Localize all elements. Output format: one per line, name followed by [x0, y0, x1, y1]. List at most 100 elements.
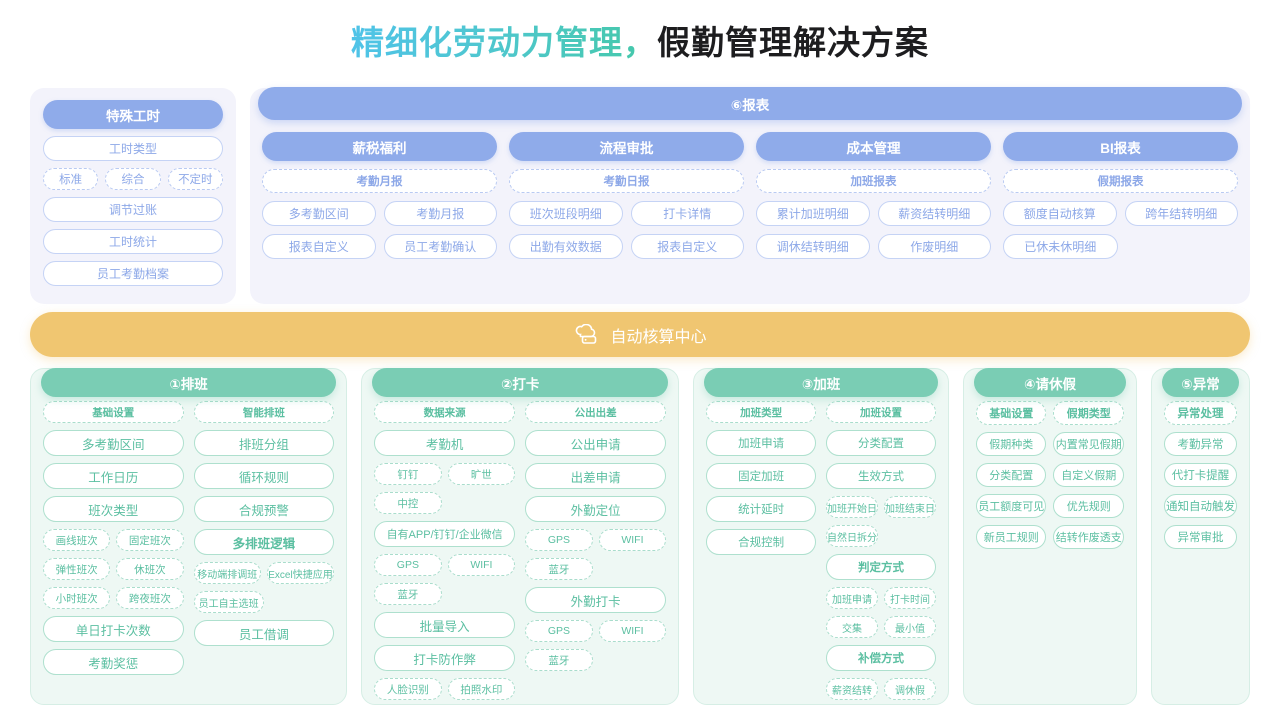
chip[interactable]: 调休假 [883, 678, 936, 700]
chip[interactable]: 加班结束日 [883, 496, 936, 518]
group-item[interactable]: 异常审批 [1163, 525, 1237, 549]
group-title[interactable]: 基础设置 [975, 401, 1047, 425]
chip[interactable]: GPS [525, 529, 593, 551]
report-item[interactable]: 考勤月报 [383, 201, 497, 226]
group-item[interactable]: 代打卡提醒 [1163, 463, 1237, 487]
report-item[interactable]: 作废明细 [877, 234, 991, 259]
report-item[interactable]: 额度自动核算 [1003, 201, 1117, 226]
group-item[interactable]: 排班分组 [193, 430, 335, 456]
group-item[interactable]: 加班申请 [706, 430, 816, 456]
chip[interactable]: 薪资结转 [825, 678, 878, 700]
group-item[interactable]: 多考勤区间 [43, 430, 184, 456]
special-hours-type-standard[interactable]: 标准 [43, 168, 99, 190]
group-title[interactable]: 智能排班 [193, 401, 335, 423]
report-item[interactable]: 多考勤区间 [262, 201, 376, 226]
group-title[interactable]: 数据来源 [374, 401, 516, 423]
group-item[interactable]: 考勤奖惩 [43, 649, 184, 675]
report-item[interactable]: 跨年结转明细 [1124, 201, 1238, 226]
report-item[interactable]: 调休结转明细 [756, 234, 870, 259]
chip[interactable]: 画线班次 [43, 529, 111, 551]
chip[interactable]: WIFI [598, 620, 667, 642]
report-subheader[interactable]: 考勤日报 [509, 169, 744, 193]
group-item[interactable]: 单日打卡次数 [43, 616, 184, 642]
chip[interactable]: 员工自主选班 [193, 591, 264, 613]
group-item[interactable]: 批量导入 [374, 612, 516, 638]
chip[interactable]: 钉钉 [374, 463, 442, 485]
chip[interactable]: 跨夜班次 [116, 587, 184, 609]
group-title[interactable]: 加班设置 [825, 401, 936, 423]
chip[interactable]: GPS [525, 620, 593, 642]
group-title[interactable]: 加班类型 [706, 401, 816, 423]
group-item[interactable]: 优先规则 [1053, 494, 1124, 518]
special-hours-item-archive[interactable]: 员工考勤档案 [43, 261, 223, 286]
group-item[interactable]: 内置常见假期 [1053, 432, 1124, 456]
group-item[interactable]: 员工借调 [193, 620, 335, 646]
group-item[interactable]: 判定方式 [825, 554, 936, 580]
report-item[interactable]: 员工考勤确认 [383, 234, 497, 259]
group-item[interactable]: 员工额度可见 [975, 494, 1047, 518]
group-item[interactable]: 固定加班 [706, 463, 816, 489]
report-item[interactable]: 班次班段明细 [509, 201, 623, 226]
group-item[interactable]: 班次类型 [43, 496, 184, 522]
group-item[interactable]: 合规预警 [193, 496, 335, 522]
chip[interactable]: Excel快捷应用 [266, 562, 335, 584]
group-item[interactable]: 自定义假期 [1053, 463, 1124, 487]
chip[interactable]: 加班开始日 [825, 496, 878, 518]
chip[interactable]: 旷世 [447, 463, 516, 485]
chip[interactable]: 打卡时间 [883, 587, 936, 609]
chip[interactable]: 休班次 [116, 558, 184, 580]
chip[interactable]: 蓝牙 [525, 558, 593, 580]
group-title[interactable]: 假期类型 [1053, 401, 1124, 425]
report-subheader[interactable]: 假期报表 [1003, 169, 1238, 193]
group-item[interactable]: 生效方式 [825, 463, 936, 489]
group-item[interactable]: 多排班逻辑 [193, 529, 335, 555]
report-item[interactable]: 报表自定义 [262, 234, 376, 259]
group-item[interactable]: 新员工规则 [975, 525, 1047, 549]
chip[interactable]: 小时班次 [43, 587, 111, 609]
report-subheader[interactable]: 考勤月报 [262, 169, 497, 193]
report-subheader[interactable]: 加班报表 [756, 169, 991, 193]
group-item[interactable]: 自有APP/钉钉/企业微信 [374, 521, 516, 547]
group-item[interactable]: 循环规则 [193, 463, 335, 489]
group-item[interactable]: 假期种类 [975, 432, 1047, 456]
chip[interactable]: 弹性班次 [43, 558, 111, 580]
group-item[interactable]: 考勤异常 [1163, 432, 1237, 456]
chip[interactable]: 最小值 [883, 616, 936, 638]
group-title[interactable]: 异常处理 [1163, 401, 1237, 425]
chip[interactable]: 固定班次 [116, 529, 184, 551]
group-title[interactable]: 基础设置 [43, 401, 184, 423]
group-item[interactable]: 分类配置 [975, 463, 1047, 487]
group-item[interactable]: 外勤打卡 [525, 587, 667, 613]
group-item[interactable]: 合规控制 [706, 529, 816, 555]
report-item[interactable]: 打卡详情 [630, 201, 744, 226]
group-item[interactable]: 考勤机 [374, 430, 516, 456]
chip[interactable]: 加班申请 [825, 587, 878, 609]
report-item[interactable]: 出勤有效数据 [509, 234, 623, 259]
group-item[interactable]: 工作日历 [43, 463, 184, 489]
chip[interactable]: 拍照水印 [447, 678, 516, 700]
special-hours-item-stats[interactable]: 工时统计 [43, 229, 223, 254]
special-hours-type-comprehensive[interactable]: 综合 [105, 168, 161, 190]
group-item[interactable]: 公出申请 [525, 430, 667, 456]
special-hours-type-flexible[interactable]: 不定时 [167, 168, 223, 190]
report-item[interactable]: 累计加班明细 [756, 201, 870, 226]
chip[interactable]: 移动端排调班 [193, 562, 261, 584]
chip[interactable]: WIFI [447, 554, 516, 576]
chip[interactable]: 交集 [825, 616, 878, 638]
report-item[interactable]: 报表自定义 [630, 234, 744, 259]
group-item[interactable]: 统计延时 [706, 496, 816, 522]
group-item[interactable]: 打卡防作弊 [374, 645, 516, 671]
group-item[interactable]: 通知自动触发 [1163, 494, 1237, 518]
chip[interactable]: WIFI [598, 529, 667, 551]
chip[interactable]: GPS [374, 554, 442, 576]
chip[interactable]: 中控 [374, 492, 442, 514]
group-title[interactable]: 公出出差 [525, 401, 667, 423]
group-item[interactable]: 补偿方式 [825, 645, 936, 671]
report-item[interactable]: 薪资结转明细 [877, 201, 991, 226]
chip[interactable]: 自然日拆分 [825, 525, 878, 547]
group-item[interactable]: 分类配置 [825, 430, 936, 456]
report-item[interactable]: 已休未休明细 [1003, 234, 1118, 259]
chip[interactable]: 人脸识别 [374, 678, 442, 700]
group-item[interactable]: 出差申请 [525, 463, 667, 489]
special-hours-item-adjust[interactable]: 调节过账 [43, 197, 223, 222]
